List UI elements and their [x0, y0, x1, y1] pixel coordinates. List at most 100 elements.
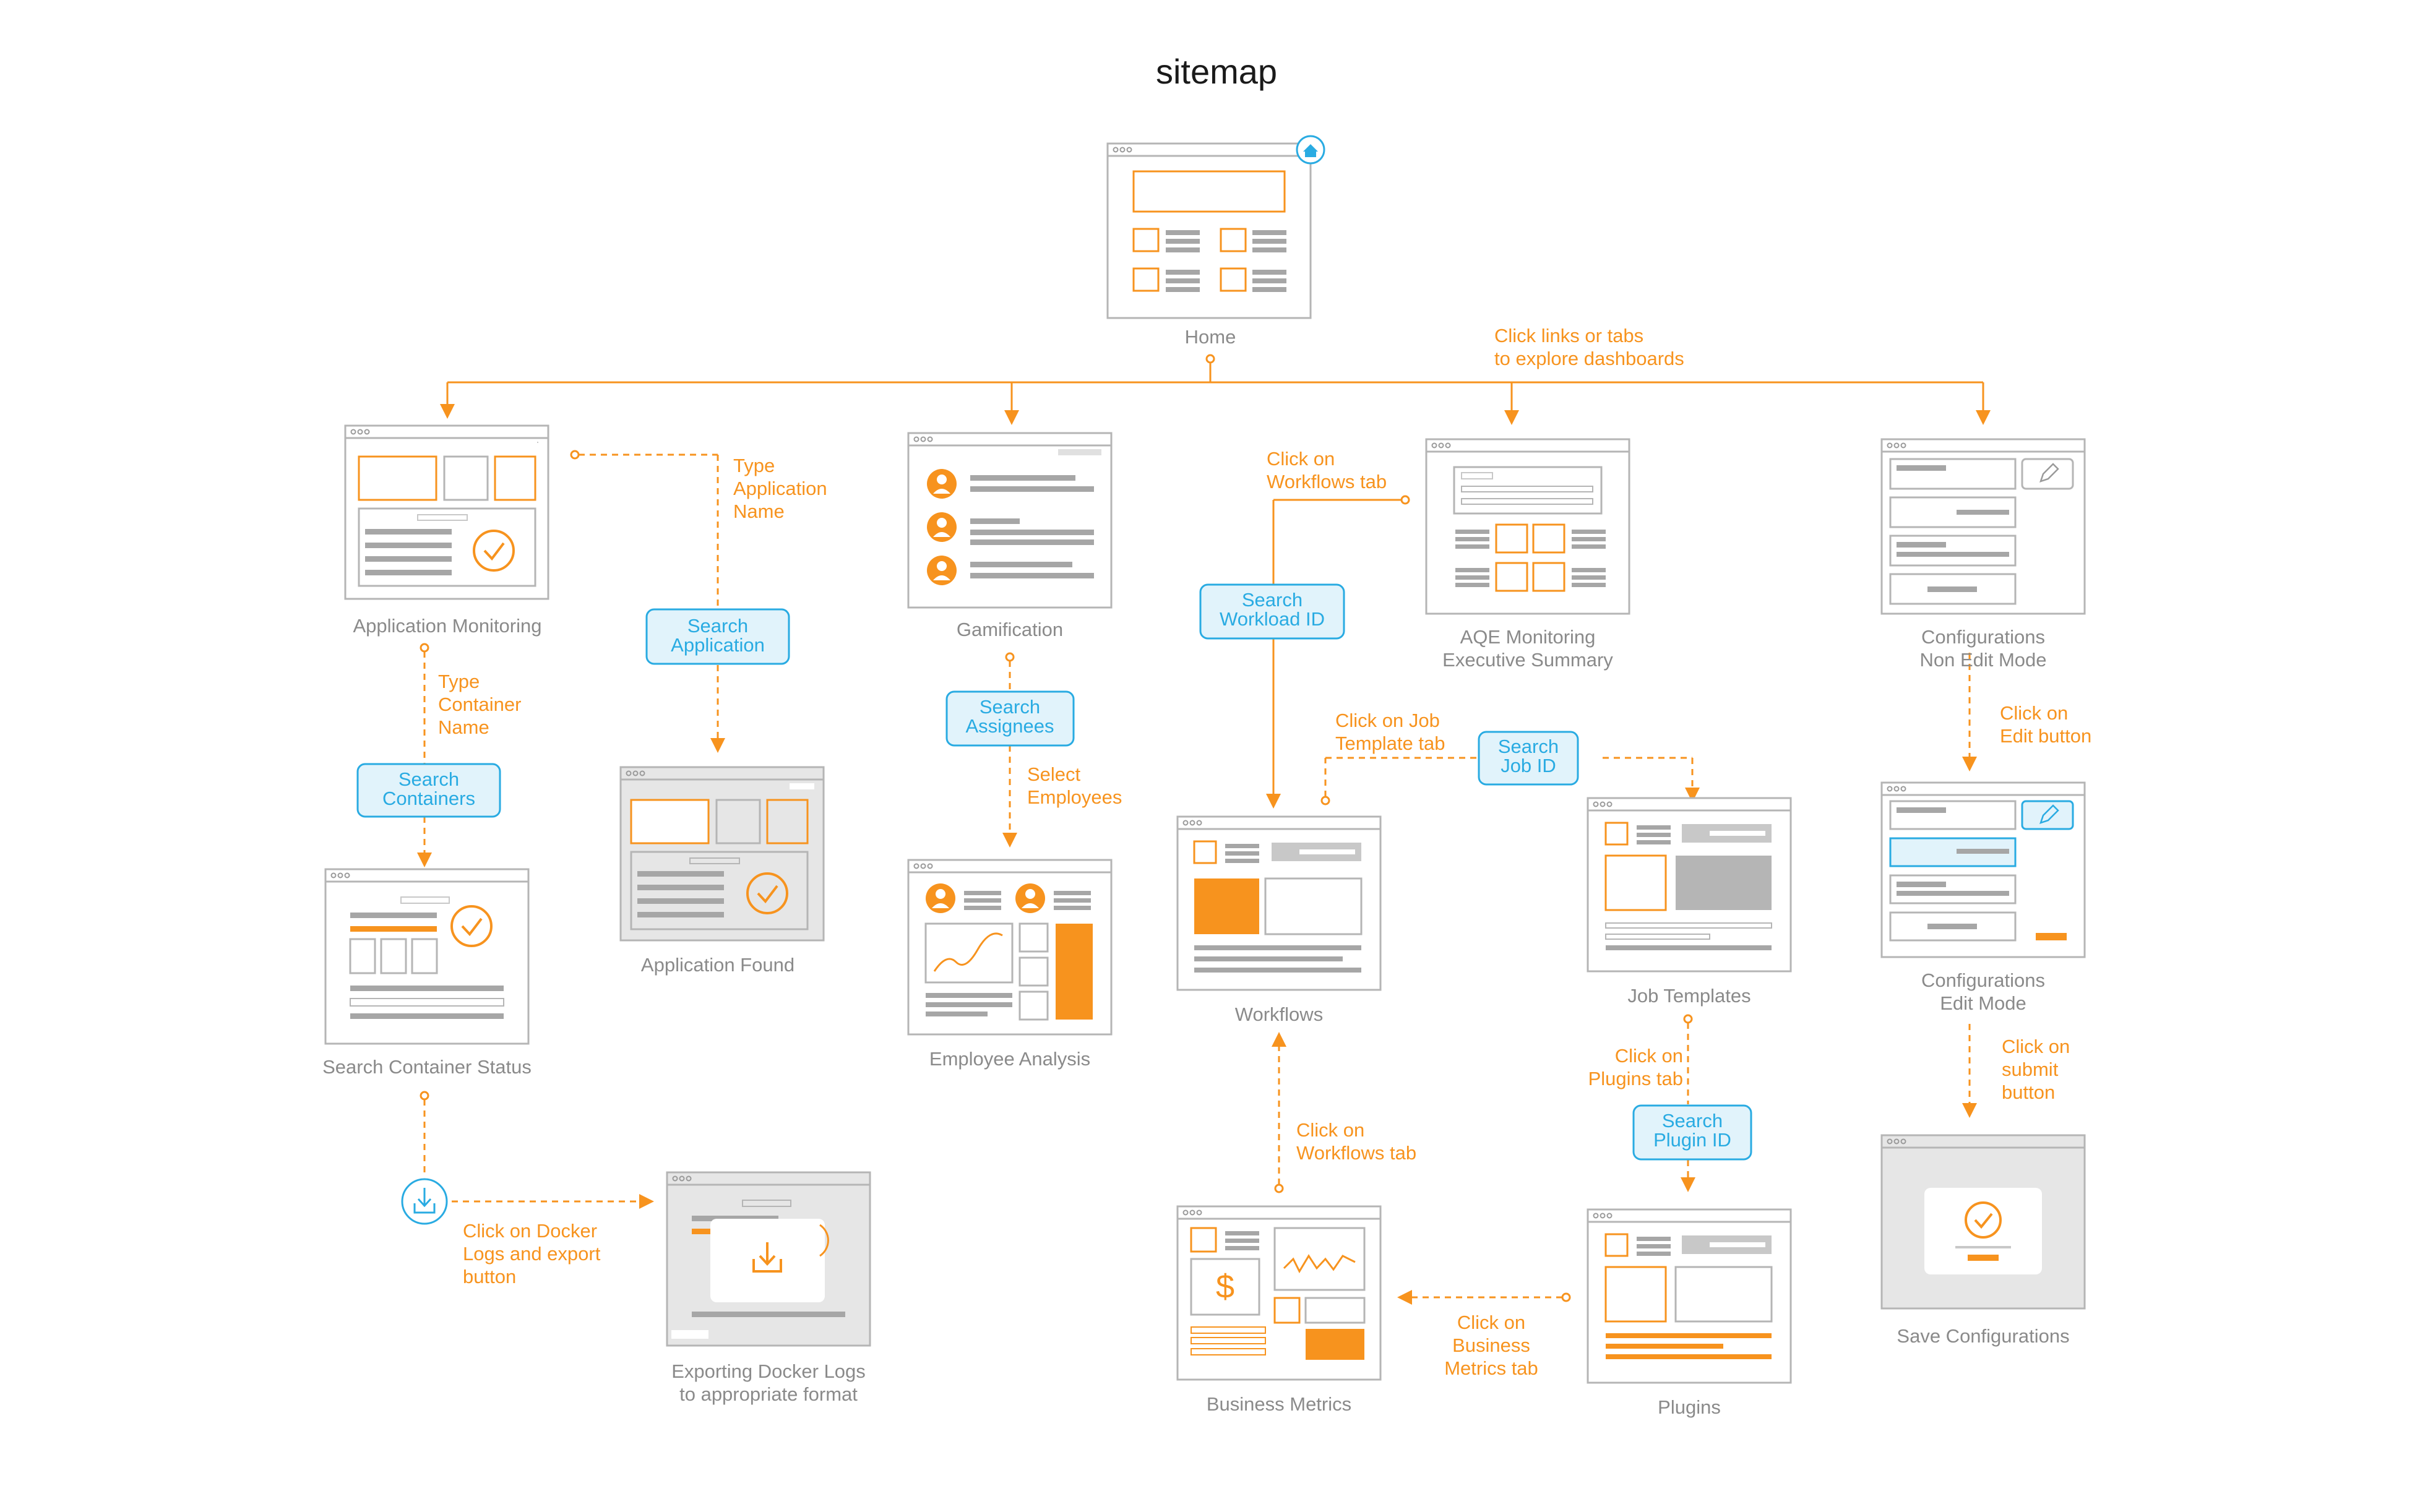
screen-label-application-found: Application Found [641, 954, 794, 976]
action-click-edit-button: Click on Edit button [2000, 702, 2091, 747]
screen-label-config-non-edit-line2: Non Edit Mode [1919, 649, 2046, 671]
pencil-icon [2039, 804, 2059, 824]
action-docker-line2: Logs and export [463, 1243, 601, 1265]
action-type-container-line1: Type [438, 671, 480, 692]
diagram-title: sitemap [1156, 52, 1277, 91]
action-docker-line1: Click on Docker [463, 1220, 597, 1242]
action-click-workflows-tab-top: Click on Workflows tab [1267, 448, 1387, 492]
action-select-employees-line1: Select [1027, 763, 1081, 785]
action-type-app-line3: Name [733, 500, 785, 522]
action-submit-line3: button [2002, 1081, 2055, 1103]
screen-label-aqe-line2: Executive Summary [1442, 649, 1613, 671]
user-avatar-icon [927, 469, 957, 585]
screen-save-configurations [1880, 1134, 2086, 1310]
action-docker-line3: button [463, 1266, 516, 1287]
check-circle-icon [450, 905, 493, 947]
search-assignees-box: Search Assignees [945, 690, 1075, 747]
action-click-links-line2: to explore dashboards [1494, 348, 1684, 369]
search-containers-box: Search Containers [356, 763, 501, 818]
user-avatar-icon [926, 883, 1045, 913]
search-workload-id-line1: Search [1242, 589, 1303, 611]
search-plugin-id-line2: Plugin ID [1653, 1129, 1731, 1151]
screen-label-application-monitoring: Application Monitoring [353, 615, 541, 637]
action-workflows-bottom-line1: Click on [1296, 1119, 1364, 1141]
action-business-line2: Business [1452, 1334, 1530, 1356]
search-workload-id-line2: Workload ID [1220, 608, 1325, 630]
screen-label-job-templates: Job Templates [1627, 985, 1750, 1007]
screen-label-home: Home [1185, 326, 1236, 348]
search-job-id-line1: Search [1498, 736, 1559, 757]
action-edit-line2: Edit button [2000, 725, 2091, 747]
search-application-box: Search Application [645, 608, 790, 665]
search-workload-id-box: Search Workload ID [1199, 583, 1345, 640]
action-workflows-bottom-line2: Workflows tab [1296, 1142, 1416, 1164]
action-click-links-line1: Click links or tabs [1494, 325, 1643, 346]
search-assignees-line2: Assignees [965, 715, 1054, 737]
action-click-docker-logs: Click on Docker Logs and export button [463, 1220, 601, 1287]
screen-job-templates [1587, 797, 1792, 973]
search-containers-line2: Containers [382, 788, 475, 809]
action-workflows-top-line2: Workflows tab [1267, 471, 1387, 492]
screen-label-business-metrics: Business Metrics [1207, 1393, 1351, 1415]
check-circle-icon [746, 872, 788, 914]
screen-config-edit [1880, 781, 2086, 958]
dollar-icon: $ [1216, 1268, 1234, 1305]
action-type-app-line1: Type [733, 455, 775, 476]
action-type-app-line2: Application [733, 478, 827, 499]
download-icon [413, 1188, 436, 1214]
search-application-line1: Search [687, 615, 748, 637]
screen-gamification [907, 432, 1113, 609]
action-job-template-line2: Template tab [1335, 732, 1445, 754]
action-click-business-metrics-tab: Click on Business Metrics tab [1444, 1312, 1538, 1379]
search-job-id-box: Search Job ID [1478, 731, 1579, 786]
action-job-template-line1: Click on Job [1335, 710, 1440, 731]
search-assignees-line1: Search [980, 696, 1040, 718]
screen-label-exporting-line2: to appropriate format [679, 1383, 858, 1405]
action-click-workflows-tab-bottom: Click on Workflows tab [1296, 1119, 1416, 1164]
action-click-plugins-tab: Click on Plugins tab [1588, 1045, 1683, 1089]
docker-logs-export-button[interactable] [401, 1178, 448, 1225]
screen-application-monitoring [344, 424, 549, 600]
action-select-employees: Select Employees [1027, 763, 1122, 808]
svg-text:$: $ [1216, 1268, 1234, 1305]
screen-label-workflows: Workflows [1235, 1003, 1323, 1025]
pencil-icon [2039, 463, 2059, 483]
screen-label-employee-analysis: Employee Analysis [929, 1048, 1090, 1070]
action-click-links: Click links or tabs to explore dashboard… [1494, 325, 1684, 369]
download-icon [752, 1242, 782, 1273]
action-submit-line1: Click on [2002, 1036, 2070, 1057]
home-icon [1296, 135, 1325, 165]
screen-label-aqe-line1: AQE Monitoring [1460, 626, 1596, 648]
search-plugin-id-box: Search Plugin ID [1632, 1104, 1752, 1161]
screen-plugins [1587, 1208, 1792, 1384]
search-application-line2: Application [671, 634, 765, 656]
search-plugin-id-line1: Search [1662, 1110, 1723, 1132]
screen-label-exporting-line1: Exporting Docker Logs [671, 1360, 866, 1382]
screen-label-plugins: Plugins [1658, 1396, 1721, 1418]
action-business-line3: Metrics tab [1444, 1357, 1538, 1379]
action-plugins-line1: Click on [1615, 1045, 1683, 1067]
action-plugins-line2: Plugins tab [1588, 1068, 1683, 1089]
search-job-id-line2: Job ID [1501, 755, 1556, 776]
screen-home [1106, 135, 1325, 319]
screen-workflows [1176, 815, 1382, 991]
check-circle-icon [473, 530, 515, 572]
action-select-employees-line2: Employees [1027, 786, 1122, 808]
screen-label-save-configurations: Save Configurations [1897, 1325, 2069, 1347]
screen-label-config-edit-line2: Edit Mode [1940, 992, 2026, 1014]
screen-search-container-status [324, 868, 530, 1045]
connectors [417, 354, 1991, 1305]
screen-application-found [619, 766, 825, 942]
check-circle-icon [1965, 1201, 2002, 1239]
screen-label-config-edit-line1: Configurations [1921, 969, 2045, 991]
search-containers-line1: Search [398, 768, 459, 790]
screen-label-gamification: Gamification [957, 619, 1063, 640]
screen-aqe-monitoring [1425, 438, 1630, 615]
screen-label-config-non-edit-line1: Configurations [1921, 626, 2045, 648]
action-type-container-line3: Name [438, 716, 489, 738]
action-submit-line2: submit [2002, 1059, 2059, 1080]
action-type-application-name: Type Application Name [733, 455, 827, 522]
action-click-job-template-tab: Click on Job Template tab [1335, 710, 1445, 754]
action-type-container-name: Type Container Name [438, 671, 521, 738]
